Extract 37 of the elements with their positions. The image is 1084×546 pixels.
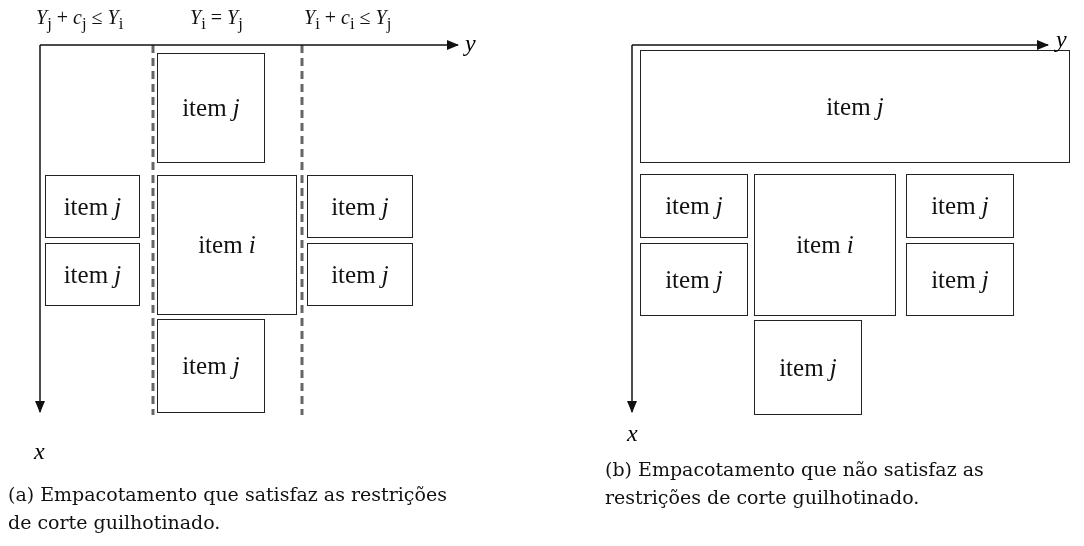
constraint-formula: Y$_{i}$ = Y$_{j}$ xyxy=(190,6,243,34)
figure-caption: (b) Empacotamento que não satisfaz as restrições de corte guilhotinado. xyxy=(605,457,985,510)
item-rectangle xyxy=(307,175,413,238)
item-label: item j xyxy=(182,94,240,122)
item-label: item j xyxy=(63,192,122,221)
figure-caption: (a) Empacotamento que satisfaz as restrições de corte guilhotinado. xyxy=(8,482,448,535)
item-label: item j xyxy=(779,353,837,382)
item-rectangle xyxy=(45,175,140,238)
item-label: item j xyxy=(182,352,240,380)
item-label: item j xyxy=(331,260,389,289)
item-label: item j xyxy=(931,192,989,220)
item-rectangle xyxy=(640,174,748,238)
item-rectangle xyxy=(640,50,1070,163)
item-rectangle xyxy=(906,243,1014,316)
constraint-formula: Y$_{i}$ + c$_{i}$ ≤ Y$_{j}$ xyxy=(304,6,392,34)
item-rectangle xyxy=(157,175,297,315)
item-rectangle xyxy=(307,243,413,306)
item-rectangle xyxy=(906,174,1014,238)
axis-label: x xyxy=(627,420,638,447)
axis-label: y xyxy=(1056,26,1067,53)
axis-label: x xyxy=(34,438,45,465)
item-label: item i xyxy=(796,231,854,259)
item-label: item j xyxy=(826,92,884,121)
item-label: item j xyxy=(665,265,723,294)
constraint-formula: Y$_{j}$ + c$_{j}$ ≤ Y$_{i}$ xyxy=(36,6,124,34)
item-label: item j xyxy=(331,192,389,221)
item-label: item j xyxy=(665,192,723,220)
item-rectangle xyxy=(157,319,265,413)
item-rectangle xyxy=(754,320,862,415)
item-rectangle xyxy=(157,53,265,163)
item-label: item j xyxy=(931,265,989,294)
axis-label: y xyxy=(465,30,476,57)
item-label: item i xyxy=(198,231,256,259)
item-label: item j xyxy=(63,260,122,289)
item-rectangle xyxy=(640,243,748,316)
item-rectangle xyxy=(754,174,896,316)
item-rectangle xyxy=(45,243,140,306)
